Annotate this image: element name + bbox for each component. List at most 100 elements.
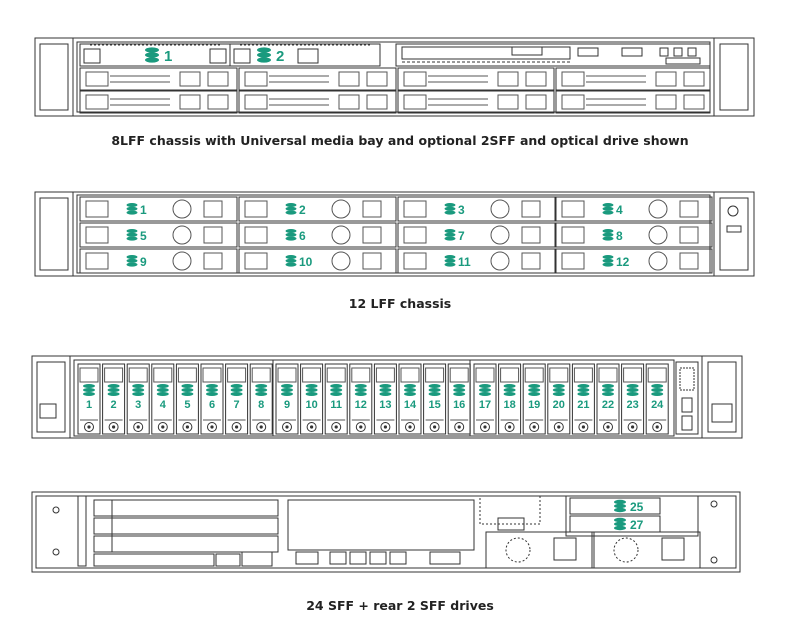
sff-drive-bay: 17 [473,363,497,435]
sff-drive-bay: 4 [151,363,175,435]
drive-number: 4 [616,203,623,217]
drive-stack-icon [444,203,456,215]
drive-number: 5 [140,229,147,243]
drive-bay: 7 [397,222,556,248]
caption-8lff: 8LFF chassis with Universal media bay an… [111,133,689,148]
sff-drive-bay: 13 [373,363,397,435]
sff-drive-bay: 19 [522,363,546,435]
drive-number: 2 [299,203,306,217]
sff-drive-bay: 12 [349,363,373,435]
drive-stack-icon [126,255,138,267]
drive-number: 1 [140,203,147,217]
drive-stack-icon [444,255,456,267]
drive-number: 11 [330,399,342,411]
drive-stack-icon [206,384,218,396]
drive-number: 1 [164,48,172,65]
drive-number: 11 [458,255,471,269]
drive-bay: 10 [238,248,397,274]
drive-bay: 6 [238,222,397,248]
drive-stack-icon [257,47,271,63]
drive-stack-icon [651,384,664,396]
drive-number: 2 [111,399,117,411]
drive-number: 20 [553,399,565,411]
drive-number: 8 [258,399,264,411]
sff-drive-bay: 11 [324,363,348,435]
drive-number: 4 [160,399,167,411]
media-bay-drive-1: 1 [145,47,172,65]
drive-number: 3 [458,203,465,217]
drive-stack-icon [132,384,145,396]
drive-number: 22 [602,399,614,411]
drive-stack-icon [428,384,441,396]
drive-number: 24 [651,399,664,411]
drive-stack-icon [285,229,297,241]
drive-bay: 2 [238,196,397,222]
drive-number: 19 [528,399,540,411]
drive-number: 21 [577,399,589,411]
drive-stack-icon [577,384,590,396]
drive-stack-icon [126,229,138,241]
drive-number: 17 [479,399,491,411]
drive-stack-icon [156,384,169,396]
chassis-rear-drawing: 25 27 [31,491,741,573]
drive-stack-icon [614,499,626,513]
drive-number: 13 [379,399,391,411]
sff-drive-bay: 10 [300,363,324,435]
sff-drive-bay: 23 [621,363,645,435]
sff-drive-bay: 14 [398,363,422,435]
drive-bay: 3 [397,196,556,222]
sff-drive-bay: 15 [423,363,447,435]
drive-number: 1 [86,399,92,411]
sff-drive-bay: 18 [498,363,522,435]
drive-bay: 1 [79,196,238,222]
drive-stack-icon [255,384,268,396]
drive-number: 15 [428,399,440,411]
drive-number: 5 [184,399,190,411]
sff-drive-bay: 8 [249,363,273,435]
drive-bay: 12 [555,248,713,274]
chassis-8lff: 1 2 [30,36,758,124]
sff-drive-bay: 1 [77,363,101,435]
drive-stack-icon [83,384,95,396]
rear-drive-25: 25 [614,499,644,514]
drive-stack-icon [230,384,243,396]
sff-drive-bay: 16 [447,363,471,435]
drive-stack-icon [145,47,159,63]
drive-stack-icon [107,384,120,396]
sff-drive-bay: 2 [102,363,126,435]
caption-12lff: 12 LFF chassis [348,296,452,311]
drive-stack-icon [285,203,297,215]
media-bay-drive-2: 2 [257,47,284,65]
drive-number: 6 [209,399,215,411]
sff-drive-bay: 7 [225,363,249,435]
drive-number: 16 [453,399,465,411]
chassis-24sff-rear: 25 27 [30,490,746,576]
drive-stack-icon [379,384,392,396]
drive-stack-icon [281,384,293,396]
drive-stack-icon [181,384,194,396]
drive-stack-icon [602,384,614,396]
drive-stack-icon [552,384,565,396]
sff-drive-bay: 5 [175,363,199,435]
drive-number: 14 [404,399,417,411]
drive-bay: 11 [397,248,556,274]
drive-stack-icon [453,384,466,396]
drive-number: 12 [355,399,367,411]
drive-bay: 9 [79,248,238,274]
drive-number: 10 [299,255,313,269]
drive-number: 3 [135,399,141,411]
drive-stack-icon [285,255,297,267]
drive-number: 27 [630,518,644,532]
drive-number: 9 [140,255,147,269]
caption-24sff: 24 SFF + rear 2 SFF drives [306,598,494,613]
drive-number: 7 [234,399,240,411]
drive-bay: 4 [555,196,713,222]
rear-drive-27: 27 [614,517,644,532]
drive-bay: 5 [79,222,238,248]
drive-number: 18 [503,399,515,411]
sff-drive-bay: 3 [126,363,150,435]
drive-number: 2 [276,48,284,65]
drive-stack-icon [602,255,614,267]
